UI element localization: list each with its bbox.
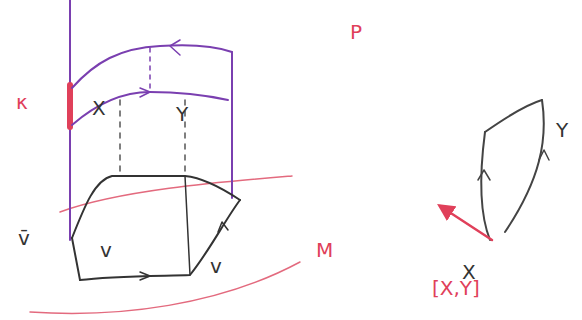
arrow-tick: [140, 88, 150, 97]
vector-label: v: [100, 240, 112, 260]
commutator-arrow: [440, 206, 492, 240]
fibre-label: κ: [16, 92, 28, 112]
fibre-line: [119, 100, 121, 172]
vector-label: v: [210, 256, 222, 276]
flow-curve: [505, 100, 544, 232]
horizontal-lift: [72, 176, 240, 238]
lift-edge: [149, 48, 151, 90]
manifold-edge: [60, 176, 292, 212]
base-square: [72, 238, 80, 280]
space-label: M: [316, 240, 333, 260]
arrow-tick: [170, 40, 180, 55]
space-label: P: [350, 22, 362, 42]
flow-curve: [481, 132, 490, 240]
lift-edge: [72, 45, 232, 88]
vector-label: v̄: [18, 228, 30, 248]
lift-edge: [231, 52, 233, 198]
manifold-edge: [30, 262, 300, 313]
vertical-segment: [67, 85, 73, 127]
flow-curve: [485, 100, 542, 132]
field-label: Y: [176, 104, 188, 124]
field-label: X: [92, 98, 106, 118]
arrow-tick: [140, 272, 150, 280]
lift-edge: [72, 92, 228, 125]
bracket-label: [X,Y]: [432, 278, 480, 298]
arrow-tick: [218, 222, 228, 232]
field-label: Y: [556, 120, 568, 140]
arrow-tick: [539, 150, 549, 160]
arrow-tick: [478, 170, 490, 180]
base-square: [80, 200, 240, 280]
fibre-line: [69, 0, 71, 240]
base-square: [185, 176, 190, 275]
